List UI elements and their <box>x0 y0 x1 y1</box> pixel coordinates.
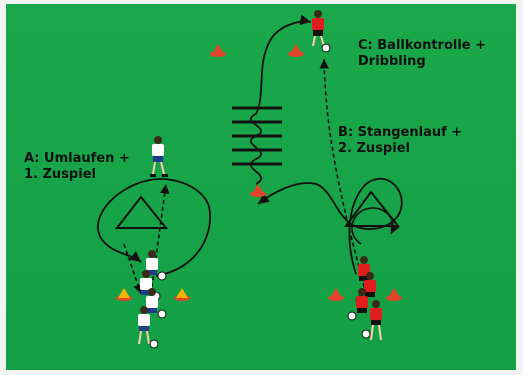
pitch: A: Umlaufen + 1. Zuspiel B: Stangenlauf … <box>6 4 516 370</box>
player-station-a-server <box>150 136 168 177</box>
white-team-queue <box>138 250 167 349</box>
station-a-title: A: Umlaufen + <box>24 151 130 166</box>
player-station-c <box>312 10 331 53</box>
cone-a-right <box>174 288 190 301</box>
station-b-pass-line <box>319 58 367 295</box>
station-b-subtitle: 2. Zuspiel <box>338 141 410 156</box>
station-c-subtitle: Dribbling <box>358 54 426 69</box>
slalom-run-path <box>249 14 312 185</box>
red-team-queue <box>347 256 382 341</box>
station-a-subtitle: 1. Zuspiel <box>24 167 96 182</box>
station-b-triangle <box>344 190 401 227</box>
cone-b-right <box>386 288 402 301</box>
cone-top-left <box>210 44 226 57</box>
station-b-label: B: Stangenlauf + 2. Zuspiel <box>338 125 462 157</box>
cone-slalom-bottom <box>250 184 266 197</box>
cone-b-left <box>328 288 344 301</box>
station-a-pass-line <box>150 183 170 295</box>
station-a-triangle <box>114 195 169 229</box>
station-b-loop <box>351 207 400 245</box>
cone-a-left <box>116 288 132 301</box>
station-a-label: A: Umlaufen + 1. Zuspiel <box>24 151 130 183</box>
station-c-title: C: Ballkontrolle + <box>358 38 487 53</box>
station-a-run-path <box>97 178 212 277</box>
station-a-return-pass <box>123 243 143 295</box>
cone-top-right <box>288 44 304 57</box>
drill-drawing <box>97 10 403 349</box>
station-b-title: B: Stangenlauf + <box>338 125 463 140</box>
station-c-label: C: Ballkontrolle + Dribbling <box>358 38 486 70</box>
